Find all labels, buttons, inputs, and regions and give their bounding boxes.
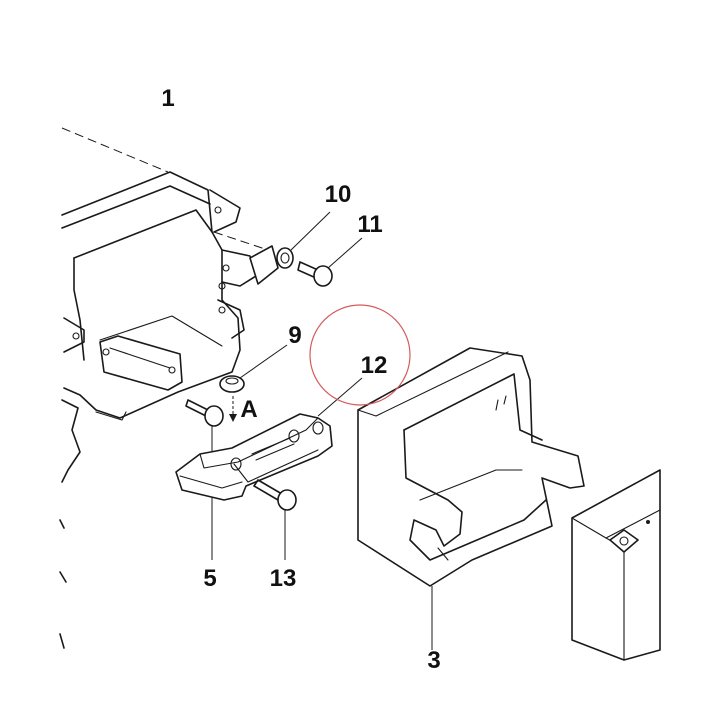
part-11-screw <box>297 237 363 287</box>
callout-11: 11 <box>357 211 382 238</box>
callout-13: 13 <box>270 565 297 592</box>
callout-3: 3 <box>427 647 440 674</box>
part-10-bushing <box>213 211 331 285</box>
part-battery-box <box>571 469 661 661</box>
part-9-washer <box>219 344 288 393</box>
callout-1: 1 <box>161 85 174 112</box>
callout-a: A <box>240 396 257 423</box>
arrow-a <box>229 396 237 422</box>
mounting-bracket <box>175 377 363 501</box>
callout-10: 10 <box>325 181 352 208</box>
part-12-cover <box>357 347 585 650</box>
callout-9: 9 <box>288 322 301 349</box>
part-13-screw <box>253 479 297 560</box>
part-1-housing <box>59 127 257 649</box>
callout-12: 12 <box>361 352 388 379</box>
highlight-circle <box>309 304 411 406</box>
callout-5: 5 <box>203 565 216 592</box>
